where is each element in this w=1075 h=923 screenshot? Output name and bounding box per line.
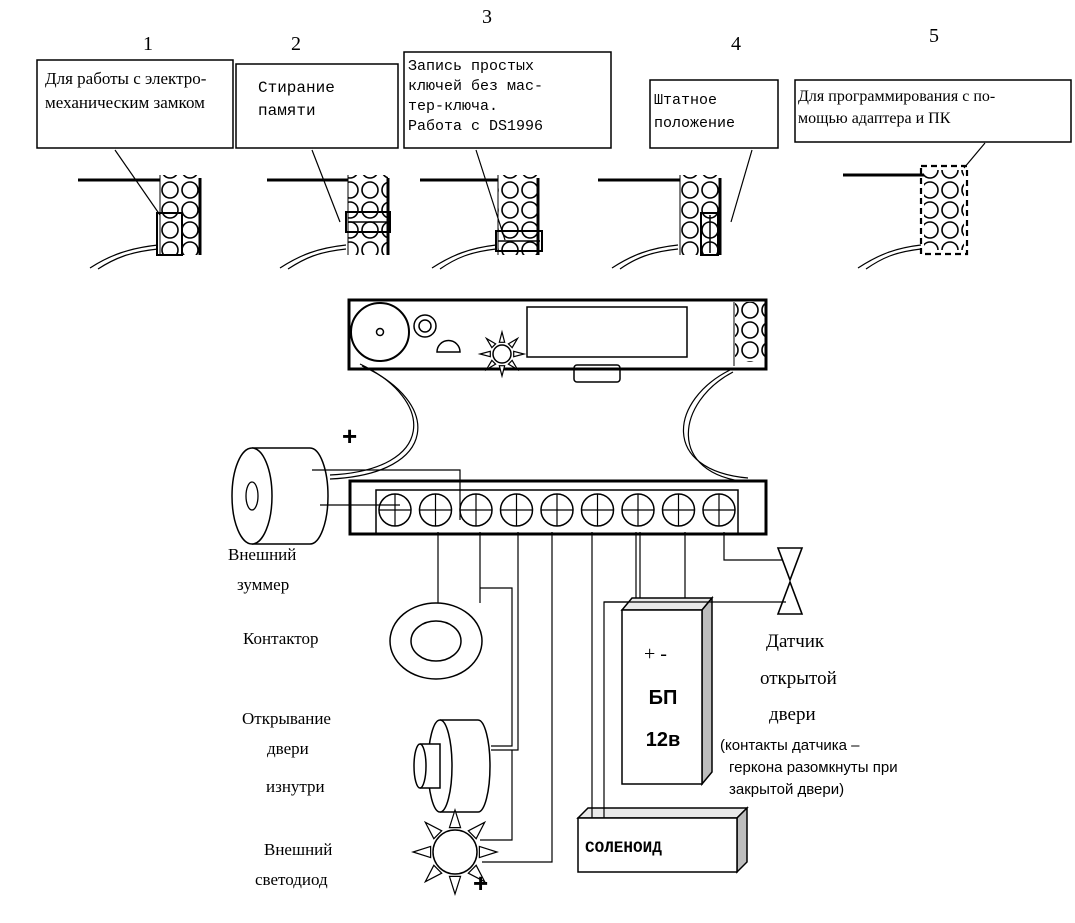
jumper-2-line-1: Стирание xyxy=(258,79,335,97)
psu-voltage: 12в xyxy=(646,729,681,751)
jumper-1-snippet xyxy=(78,149,202,270)
jumper-number-5: 5 xyxy=(929,25,939,47)
ext-led-label-2: светодиод xyxy=(255,870,328,889)
jumper-4-label-box xyxy=(649,79,779,149)
solenoid-label: СОЛЕНОИД xyxy=(585,839,662,857)
external-buzzer xyxy=(231,447,461,545)
jumper-3-line-1: Запись простых xyxy=(408,58,534,75)
jumper-3-label-box xyxy=(403,51,612,149)
board-led-icon xyxy=(477,329,527,379)
jumper-1-line-1: Для работы с электро- xyxy=(45,69,207,88)
external-led-icon xyxy=(411,808,499,896)
jumper-5-label-box xyxy=(794,79,1072,143)
sensor-label-2: открытой xyxy=(760,668,837,689)
solenoid-box xyxy=(576,532,749,874)
jumper-2-snippet xyxy=(267,149,391,270)
jumper-3-line-2: ключей без мас- xyxy=(408,78,543,95)
sensor-label-3: двери xyxy=(769,704,816,725)
controller-board xyxy=(347,298,768,383)
contactor xyxy=(389,532,483,680)
jumper-1-label-box xyxy=(36,59,234,149)
sensor-note-3: закрытой двери) xyxy=(729,781,844,798)
jumper-2-line-2: памяти xyxy=(258,102,316,120)
jumper-3-snippet xyxy=(420,149,543,270)
jumper-3-line-3: тер-ключа. xyxy=(408,98,498,115)
jumper-number-3: 3 xyxy=(482,6,492,28)
led-plus-sign: + xyxy=(473,868,488,898)
jumper-4-line-1: Штатное xyxy=(654,92,717,109)
buzzer-plus-sign: + xyxy=(342,421,357,451)
power-supply-box xyxy=(620,532,714,787)
external-led-wires xyxy=(480,532,553,863)
jumper-5-snippet xyxy=(843,142,986,270)
sensor-note-2: геркона разомкнуты при xyxy=(729,759,898,776)
sensor-note-1: (контакты датчика – xyxy=(720,737,860,754)
jumper-5-line-1: Для программирования с по- xyxy=(798,88,995,105)
inner-open-label-1: Открывание xyxy=(242,709,331,728)
jumper-1-line-2: механическим замком xyxy=(45,93,205,112)
sensor-label-1: Датчик xyxy=(766,631,825,652)
inner-open-label-3: изнутри xyxy=(266,777,325,796)
buzzer-label-2: зуммер xyxy=(237,575,289,594)
ribbon-cable xyxy=(329,363,749,483)
psu-name: БП xyxy=(649,687,678,709)
jumper-4-snippet xyxy=(598,149,753,270)
terminal-screws xyxy=(378,493,736,527)
jumper-number-2: 2 xyxy=(291,33,301,55)
psu-polarity: + - xyxy=(644,643,667,665)
inner-open-label-2: двери xyxy=(267,739,309,758)
jumper-number-4: 4 xyxy=(731,33,741,55)
ext-led-label-1: Внешний xyxy=(264,840,332,859)
contactor-label: Контактор xyxy=(243,629,319,648)
inner-open-button xyxy=(413,532,519,813)
jumper-number-1: 1 xyxy=(143,33,153,55)
jumper-3-line-4: Работа с DS1996 xyxy=(408,118,543,135)
door-sensor xyxy=(604,532,804,615)
jumper-5-line-2: мощью адаптера и ПК xyxy=(798,110,951,127)
jumper-4-line-2: положение xyxy=(654,115,735,132)
buzzer-label-1: Внешний xyxy=(228,545,296,564)
jumper-2-label-box xyxy=(235,63,399,149)
